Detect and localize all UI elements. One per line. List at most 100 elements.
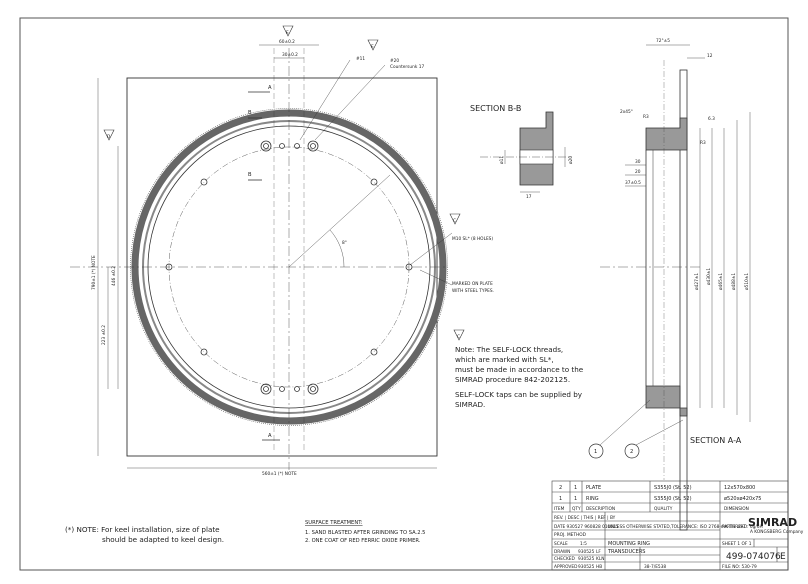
- hole-20: #20: [390, 58, 399, 64]
- tag-d: D: [107, 134, 111, 140]
- section-a-bottom: A: [268, 433, 272, 439]
- section-aa-d488: ø488±1: [731, 273, 737, 290]
- bom-row1-qty: 1: [574, 485, 577, 491]
- keel-note-line2: should be adapted to keel design.: [102, 535, 224, 544]
- proj-method: PROJ. METHOD: [554, 532, 587, 538]
- dim-30: 30±0.2: [282, 52, 298, 58]
- section-aa-ring-top: [645, 117, 688, 151]
- surface-title: SURFACE TREATMENT:: [305, 520, 363, 526]
- hdr-quality: QUALITY: [654, 506, 673, 512]
- balloon-1: 1: [594, 449, 597, 455]
- drawn-label: DRAWN: [554, 549, 570, 555]
- section-aa-d20: 20: [635, 169, 641, 175]
- tag-e2-triangle: [367, 39, 379, 51]
- hdr-dim: DIMENSION: [724, 506, 749, 512]
- sheet: SHEET 1 OF 1: [722, 541, 752, 547]
- approved-label: APPROVED: [554, 564, 578, 570]
- section-aa-r3: R3: [643, 114, 649, 120]
- date-row: DATE 930527 960828 010615: [554, 524, 619, 530]
- section-aa-r3b: R3: [700, 140, 706, 146]
- dim-223: 223 ±0.2: [101, 325, 107, 345]
- section-aa-d430: ø430±1: [706, 268, 712, 285]
- hdr-desc: DESCRIPTION: [586, 506, 615, 512]
- tag-e: E: [286, 30, 289, 36]
- section-bb-title: SECTION B-B: [470, 104, 521, 113]
- title-block: [551, 480, 789, 571]
- company-sub: A KONGSBERG Company: [750, 529, 804, 535]
- section-aa-title: SECTION A-A: [690, 436, 742, 445]
- tag-e-triangle: [282, 25, 294, 37]
- section-aa-d510: ø510±1: [744, 273, 750, 290]
- note-c-tag: C: [457, 334, 460, 340]
- hole-11: #11: [356, 56, 365, 62]
- scale-label: SCALE: [554, 541, 568, 547]
- bom-row2-quality: S355J0 (St. 52): [654, 496, 692, 502]
- checked-by: KLN: [596, 556, 604, 562]
- bom-row2-item: 1: [559, 496, 562, 502]
- company-logo: SIMRAD: [748, 516, 797, 529]
- file-number: FILE NO: 530-79: [722, 564, 757, 570]
- note-c-line6: SIMRAD.: [455, 400, 485, 409]
- section-a-top: A: [268, 85, 272, 91]
- drawing-frame: [19, 17, 789, 571]
- section-aa-chamfer: 2x45°: [620, 109, 633, 115]
- tag-d-triangle: [103, 129, 115, 141]
- bom-row2-dim: ø520xø420x75: [724, 496, 762, 502]
- note-c-triangle: [453, 329, 465, 341]
- hdr-item: ITEM: [554, 506, 565, 512]
- m10-label: M10 SL* (8 HOLES): [452, 236, 493, 242]
- top-holes: [260, 140, 319, 152]
- section-bb-d11: ø11: [499, 156, 505, 164]
- section-bb-body: [519, 111, 554, 186]
- scale-value: 1:5: [580, 541, 587, 547]
- front-view: [70, 25, 461, 470]
- title-line2: TRANSDUCERS: [607, 549, 645, 555]
- bom-row1-dim: 12x570x800: [724, 485, 755, 491]
- section-aa-ang: 6.3: [708, 116, 715, 122]
- section-aa: [588, 44, 751, 531]
- marked-label-1: MARKED ON PLATE: [452, 281, 493, 287]
- ref-number: 38-7/E538: [644, 564, 666, 570]
- angle-radial: [288, 174, 391, 268]
- keel-note-line1: (*) NOTE: For keel installation, size of…: [65, 525, 220, 534]
- tag-c-triangle: [449, 213, 461, 225]
- section-aa-d465: ø465±1: [718, 273, 724, 290]
- section-aa-d12: 12: [707, 53, 713, 59]
- balloon-2-circle: [624, 443, 640, 459]
- revision: E: [780, 552, 786, 562]
- tolerance: UNLESS OTHERWISE STATED,TOLERANCE: ISO 2…: [608, 524, 763, 530]
- surface-line2: 2. ONE COAT OF RED FERRIC OXIDE PRIMER.: [305, 538, 421, 544]
- bom-row2-qty: 1: [574, 496, 577, 502]
- note-c-line5: SELF-LOCK taps can be supplied by: [455, 390, 583, 399]
- balloon-2: 2: [630, 449, 633, 455]
- section-aa-d37: 37±0.5: [625, 180, 641, 186]
- dim-790: 790±1 (*) NOTE: [91, 255, 97, 290]
- drawing-number: 499-074076: [726, 552, 781, 562]
- section-aa-d427: ø427±1: [694, 273, 700, 290]
- hdr-qty: QTY: [572, 506, 581, 512]
- bom-row1-desc: PLATE: [586, 485, 601, 491]
- drawn-date: 930525: [578, 549, 595, 555]
- bolt-holes: [165, 178, 413, 356]
- bom-row1-quality: S355J0 (St. 52): [654, 485, 692, 491]
- section-bb-d20: ø20: [568, 156, 574, 164]
- note-c-line4: SIMRAD procedure 842-202125.: [455, 375, 570, 384]
- approved-by: HB: [596, 564, 602, 570]
- checked-date: 930525: [578, 556, 595, 562]
- surface-line1: 1. SAND BLASTED AFTER GRINDING TO SA.2.5: [305, 530, 425, 536]
- checked-label: CHECKED: [554, 556, 575, 562]
- title-line1: MOUNTING RING: [608, 541, 650, 547]
- note-c-line1: Note: The SELF-LOCK threads,: [455, 345, 563, 354]
- bom-row2-desc: RING: [586, 496, 599, 502]
- angle-label: 8°: [342, 240, 347, 246]
- approved-date: 930525: [578, 564, 595, 570]
- countersunk: Countersunk 17: [390, 64, 424, 70]
- parts-list: PARTS LIST: [722, 524, 746, 530]
- dim-60: 60±0.2: [279, 39, 295, 45]
- note-c-line2: which are marked with SL*,: [455, 355, 554, 364]
- marked-label-2: WITH STEEL TYPES.: [452, 288, 494, 294]
- section-aa-d30: 30: [635, 159, 641, 165]
- section-b-top: B: [248, 110, 252, 116]
- title-block-text: 2 1 PLATE S355J0 (St. 52) 12x570x800 1 1…: [554, 485, 804, 570]
